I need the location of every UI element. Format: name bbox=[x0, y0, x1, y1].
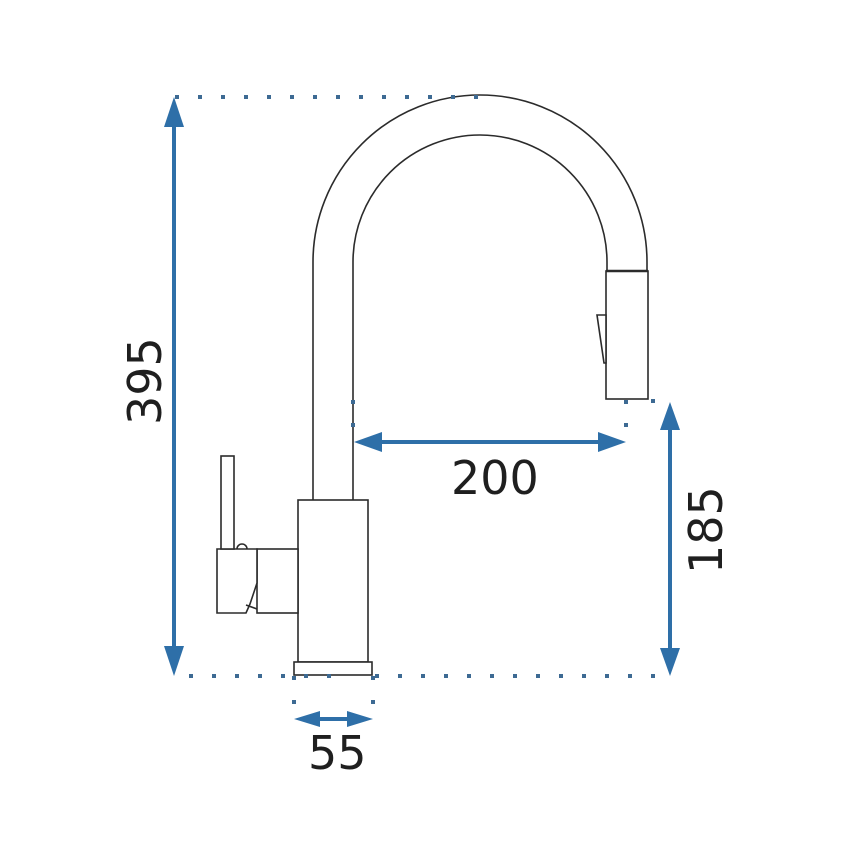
arrow-right-icon bbox=[347, 711, 373, 727]
base-diameter-label: 55 bbox=[308, 726, 367, 780]
dimension-base-diameter: 55 bbox=[294, 711, 373, 780]
spout-outer bbox=[312, 94, 648, 500]
arrow-left-icon bbox=[294, 711, 320, 727]
lever-handle-edge bbox=[245, 604, 258, 610]
handle-stick bbox=[220, 455, 235, 550]
faucet-outline bbox=[216, 94, 649, 676]
guide-dots bbox=[175, 95, 655, 704]
base-plate bbox=[293, 661, 373, 676]
spout-reach-label: 200 bbox=[451, 451, 539, 505]
reach-guide-dots bbox=[351, 399, 655, 427]
spray-head bbox=[605, 270, 649, 400]
dimension-total-height: 395 bbox=[118, 97, 184, 676]
total-height-label: 395 bbox=[118, 337, 172, 425]
dimension-spout-reach: 200 bbox=[354, 432, 626, 505]
spray-button-icon bbox=[596, 314, 607, 364]
arrow-right-icon bbox=[598, 432, 626, 452]
arrow-down-icon bbox=[660, 648, 680, 676]
spout-inner bbox=[352, 134, 608, 500]
faucet-body bbox=[297, 499, 369, 663]
lever-handle bbox=[216, 548, 258, 614]
bottom-guide-dots bbox=[189, 674, 655, 678]
arrow-left-icon bbox=[354, 432, 382, 452]
top-guide-dots bbox=[175, 95, 478, 99]
handle-block bbox=[256, 548, 299, 614]
arrow-down-icon bbox=[164, 646, 184, 676]
clearance-height-label: 185 bbox=[679, 486, 733, 574]
arrow-up-icon bbox=[660, 402, 680, 430]
arrow-up-icon bbox=[164, 97, 184, 127]
dimension-clearance-height: 185 bbox=[660, 402, 733, 676]
handle-pivot bbox=[236, 543, 248, 550]
base-guide-dots bbox=[292, 676, 375, 704]
